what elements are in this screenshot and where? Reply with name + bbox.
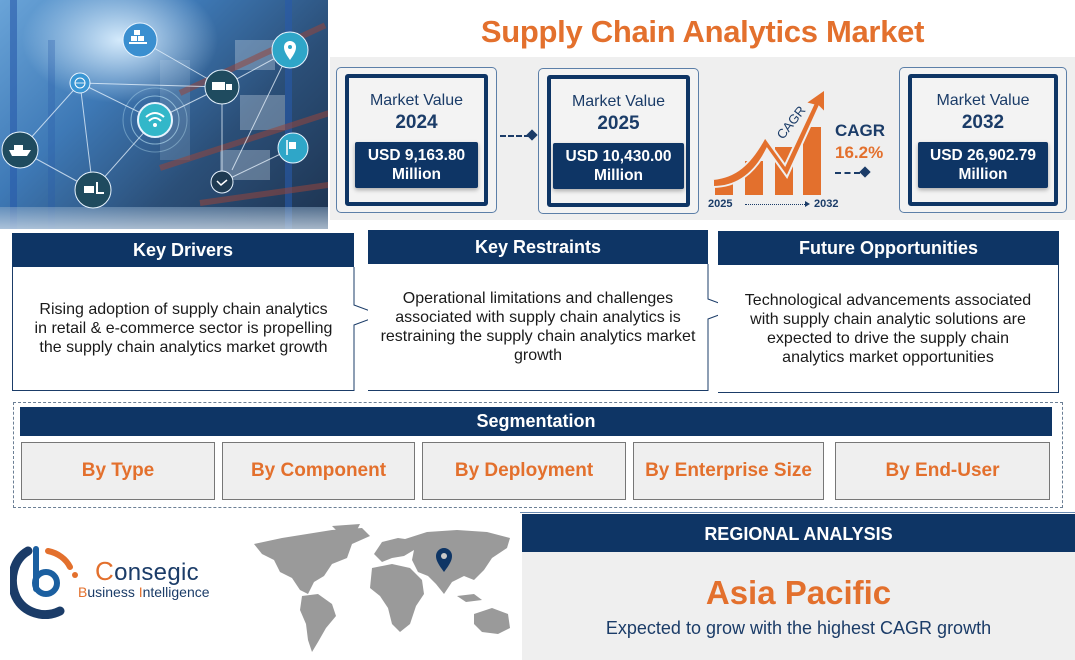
forklift-icon	[74, 171, 112, 209]
market-value-label: Market Value	[936, 92, 1030, 109]
ship-icon	[1, 131, 39, 169]
key-restraints-card: Key Restraints Operational limitations a…	[368, 230, 737, 391]
segmentation-frame	[13, 402, 1063, 508]
market-value-number: USD 9,163.80	[367, 147, 466, 164]
truck-icon	[204, 69, 240, 105]
market-value-2025-card: Market Value 2025 USD 10,430.00 Million	[538, 68, 699, 214]
region-name: Asia Pacific	[705, 574, 892, 611]
market-value-amount: USD 10,430.00 Million	[553, 143, 684, 189]
market-value-2032-frame: Market Value 2032 USD 26,902.79 Million	[908, 74, 1058, 206]
market-value-2024-card: Market Value 2024 USD 9,163.80 Million	[336, 67, 497, 213]
cagr-start-year: 2025	[708, 198, 733, 210]
market-value-unit: Million	[593, 167, 644, 184]
location-pin-icon	[436, 548, 452, 572]
market-value-year: 2024	[395, 112, 438, 133]
brand-tagline-word: usiness	[87, 584, 139, 600]
shelf-box	[240, 95, 285, 130]
market-value-year: 2032	[961, 112, 1005, 133]
future-opportunities-heading: Future Opportunities	[718, 231, 1059, 265]
dashed-connector	[835, 172, 860, 174]
hand-truck-icon	[277, 132, 309, 164]
market-value-2025-frame: Market Value 2025 USD 10,430.00 Million	[547, 75, 690, 207]
market-value-number: USD 10,430.00	[565, 148, 672, 165]
cagr-label: CAGR	[835, 121, 886, 140]
globe-icon	[69, 72, 91, 94]
brand-name: Consegic	[95, 556, 199, 587]
consegic-logo-icon	[10, 546, 78, 619]
market-value-label: Market Value	[369, 92, 464, 109]
segment-by-enterprise-size: By Enterprise Size	[633, 442, 824, 500]
rack-decoration	[48, 40, 55, 229]
dashed-connector	[500, 135, 530, 137]
market-value-unit: Million	[391, 166, 442, 183]
market-value-unit: Million	[958, 166, 1008, 183]
brand-name-rest: onsegic	[114, 559, 199, 586]
segmentation-heading: Segmentation	[20, 407, 1052, 436]
europe	[374, 538, 414, 562]
arrow-right-icon	[805, 201, 810, 207]
key-restraints-text: Operational limitations and challenges a…	[368, 264, 708, 391]
brand-tagline-initial: I	[138, 584, 143, 600]
brand-tagline-word: ntelligence	[142, 584, 210, 600]
south-america	[300, 594, 336, 652]
future-opportunities-card: Future Opportunities Technological advan…	[718, 231, 1059, 393]
market-value-2024-frame: Market Value 2024 USD 9,163.80 Million	[345, 74, 488, 206]
greenland	[332, 524, 360, 532]
cagr-end-year: 2032	[814, 198, 839, 210]
cagr-value: 16.2%	[835, 143, 884, 162]
segment-by-deployment: By Deployment	[422, 442, 626, 500]
segment-by-type: By Type	[21, 442, 215, 500]
network-overlay	[1, 22, 309, 209]
year-range-arrow	[745, 204, 807, 205]
cagr-growth-chart-icon: CAGR	[712, 87, 826, 195]
warehouse-floor	[0, 207, 328, 229]
future-opportunities-text: Technological advancements associated wi…	[718, 265, 1059, 393]
page-title: Supply Chain Analytics Market	[480, 14, 925, 49]
brand-name-initial: C	[95, 556, 115, 586]
africa	[370, 564, 424, 632]
region-description: Expected to grow with the highest CAGR g…	[605, 618, 992, 638]
market-value-amount: USD 9,163.80 Million	[355, 142, 478, 188]
rack-decoration	[10, 0, 17, 229]
market-value-2032-card: Market Value 2032 USD 26,902.79 Million	[899, 67, 1067, 213]
rack-decoration	[285, 0, 292, 229]
key-drivers-heading: Key Drivers	[12, 233, 354, 267]
brand-tagline-initial: B	[78, 584, 88, 600]
key-drivers-text: Rising adoption of supply chain analytic…	[12, 267, 354, 391]
market-value-label: Market Value	[571, 93, 666, 110]
key-restraints-heading: Key Restraints	[368, 230, 708, 264]
asia	[402, 530, 510, 594]
market-value-year: 2025	[597, 113, 640, 134]
hero-warehouse-image	[0, 0, 328, 229]
north-america	[254, 528, 370, 594]
indonesia	[457, 594, 482, 602]
boxes-icon	[122, 22, 158, 58]
key-drivers-card: Key Drivers Rising adoption of supply ch…	[12, 233, 383, 391]
segment-by-end-user: By End-User	[835, 442, 1050, 500]
australia	[474, 608, 510, 634]
location-pin-icon	[271, 31, 309, 69]
section-divider	[520, 512, 1075, 513]
world-map	[254, 524, 510, 652]
brand-tagline: Business Intelligence	[78, 584, 210, 600]
market-value-number: USD 26,902.79	[930, 147, 1036, 164]
regional-analysis-panel	[522, 552, 1075, 660]
market-value-amount: USD 26,902.79 Million	[918, 142, 1048, 188]
regional-analysis-heading: REGIONAL ANALYSIS	[522, 514, 1075, 552]
segment-by-component: By Component	[222, 442, 415, 500]
handshake-icon	[210, 170, 234, 194]
wifi-icon	[137, 102, 173, 138]
